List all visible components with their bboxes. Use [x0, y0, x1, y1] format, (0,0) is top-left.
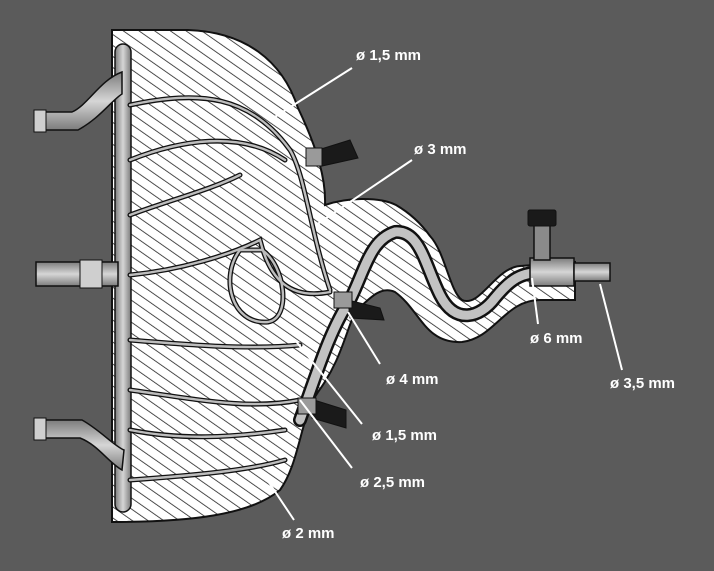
left-connector-bottom	[33, 417, 125, 472]
port-middle	[333, 291, 385, 321]
outlet-tube	[295, 227, 595, 425]
label-d3: ø 6 mm	[530, 330, 583, 347]
left-connector-top	[33, 70, 123, 133]
vessel-network-light	[128, 96, 332, 482]
label-d4: ø 3,5 mm	[610, 375, 675, 392]
leader-d7	[299, 399, 353, 469]
mold-body	[111, 29, 576, 524]
label-d8: ø 2 mm	[282, 525, 335, 542]
label-d5: ø 4 mm	[386, 371, 439, 388]
leader-d5	[347, 311, 381, 365]
label-d1: ø 1,5 mm	[356, 47, 421, 64]
label-d7: ø 2,5 mm	[360, 474, 425, 491]
leader-d8	[261, 471, 295, 521]
leader-d2	[315, 159, 413, 226]
label-d6: ø 1,5 mm	[372, 427, 437, 444]
leader-d3	[531, 277, 539, 325]
leader-d1	[269, 67, 353, 121]
left-connector-middle	[35, 259, 119, 289]
leader-d4	[599, 283, 623, 371]
port-upper	[305, 139, 359, 167]
leader-d6	[294, 339, 363, 425]
outlet-t-fitting	[527, 209, 611, 287]
label-d2: ø 3 mm	[414, 141, 467, 158]
